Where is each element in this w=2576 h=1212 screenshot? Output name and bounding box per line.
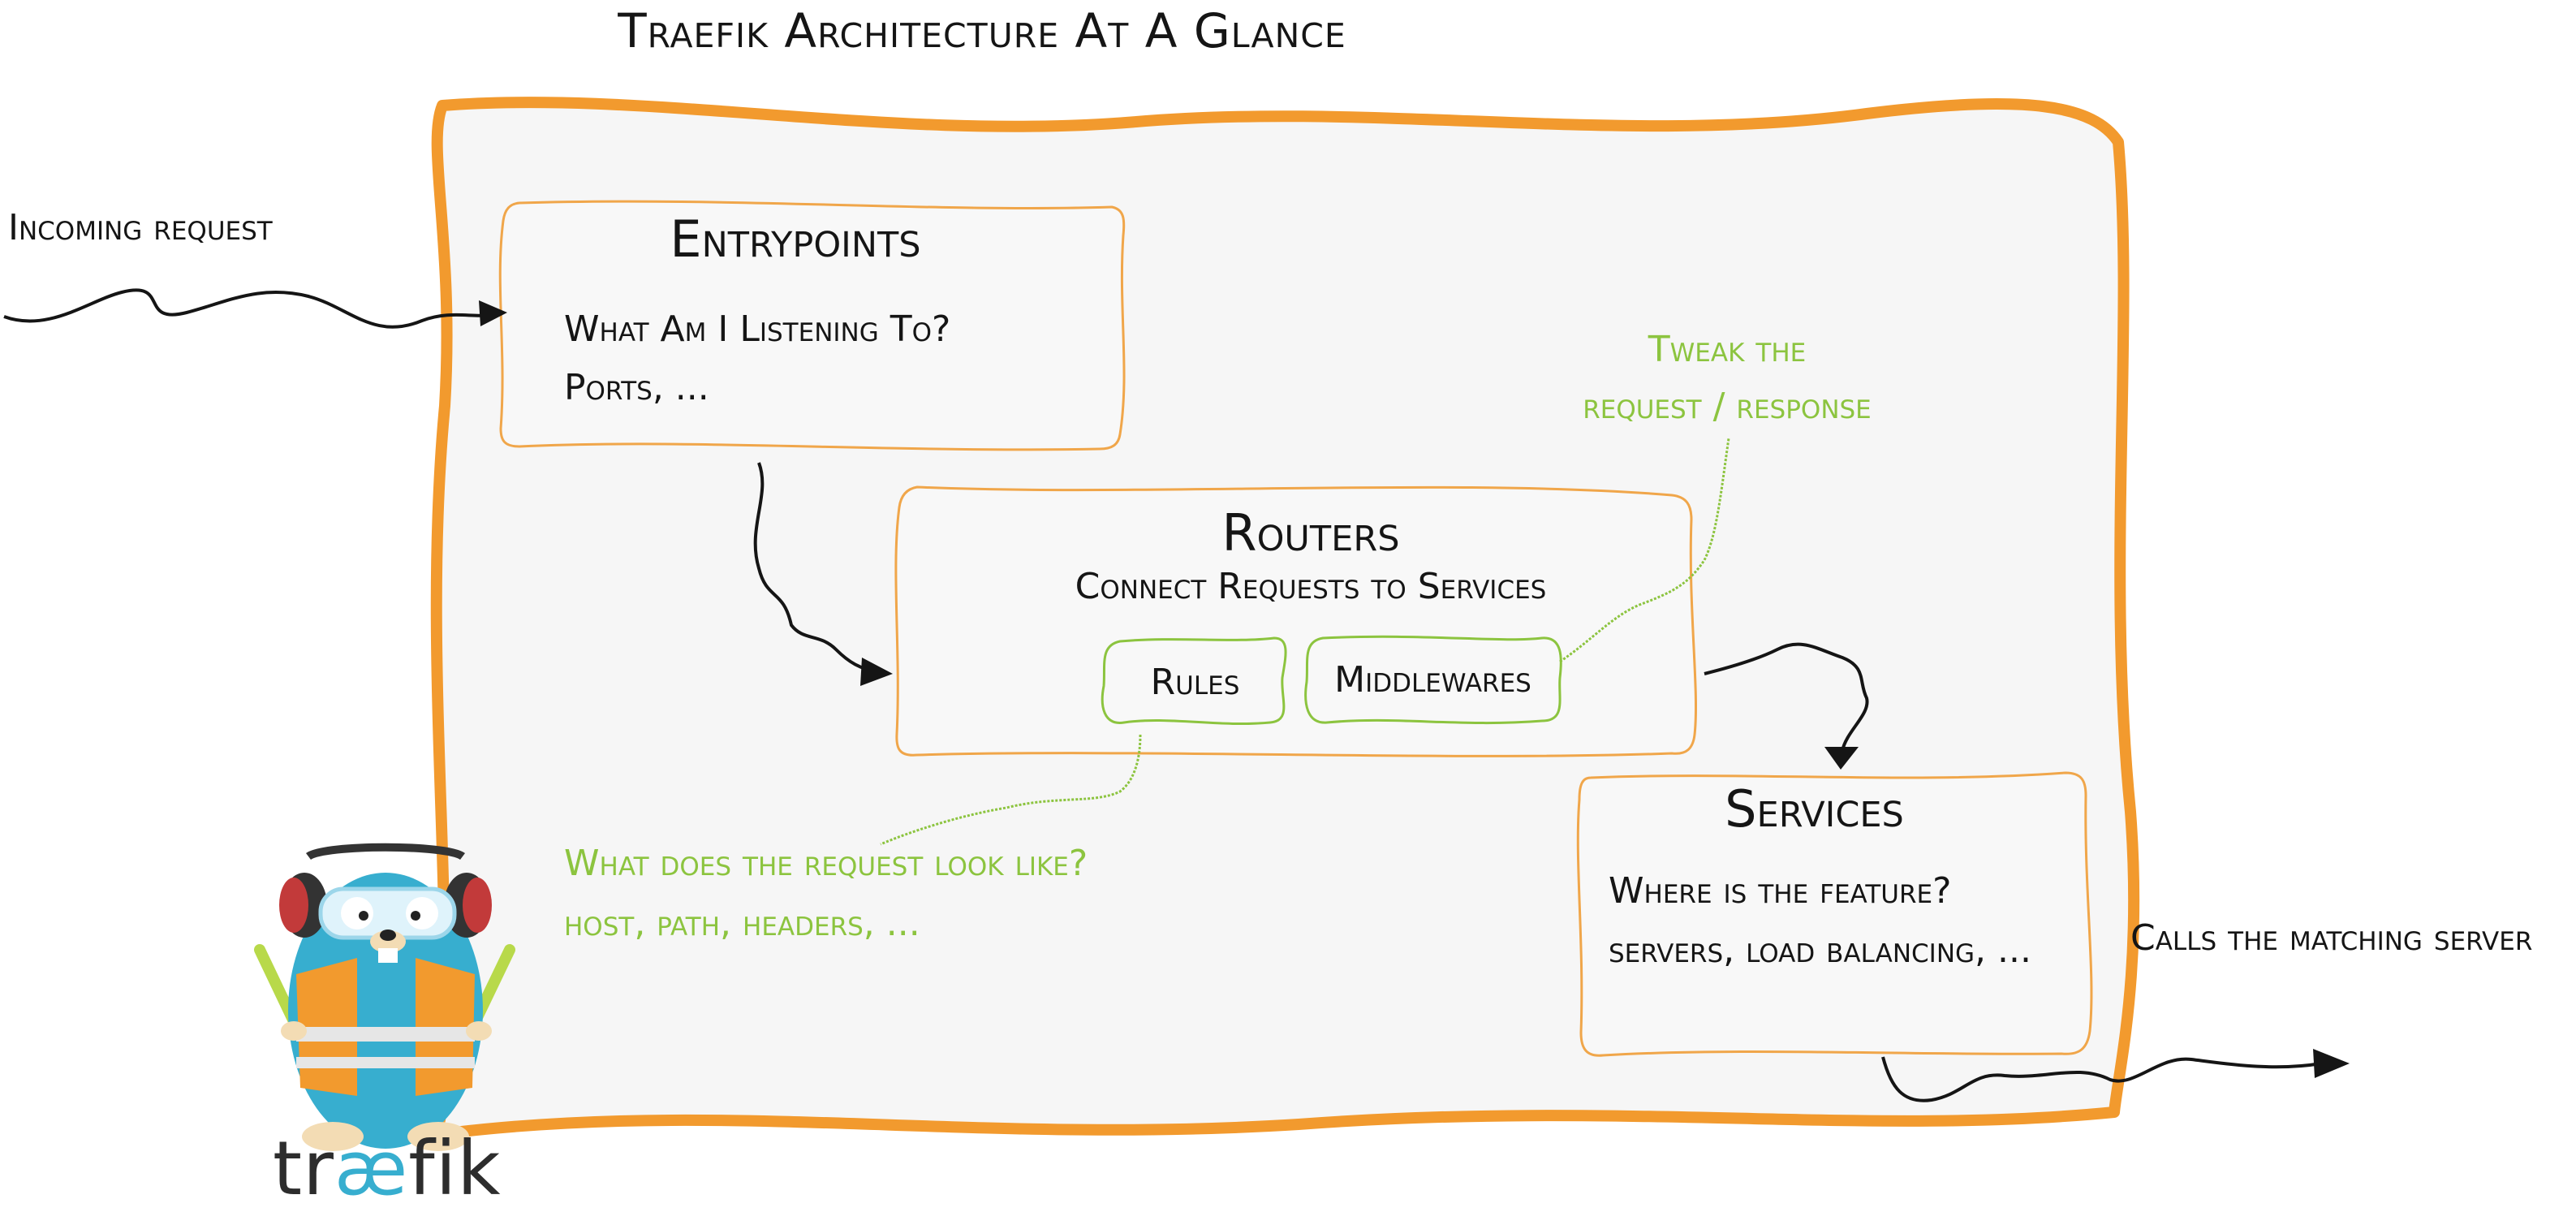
outgoing-arrowhead xyxy=(2313,1049,2350,1078)
outgoing-label: Calls the matching server xyxy=(2130,917,2533,959)
middlewares-pill xyxy=(1304,635,1562,725)
services-heading: Services xyxy=(1725,779,1904,839)
routers-heading: Routers xyxy=(1221,503,1400,563)
routers-subheading: Connect Requests to Services xyxy=(1075,566,1547,607)
logo-prefix: tr xyxy=(273,1125,334,1212)
rules-note-line-1: What does the request look like? xyxy=(564,843,1088,884)
entrypoints-to-routers-arrow xyxy=(753,462,881,674)
tweak-note-line-1: Tweak the xyxy=(1648,329,1807,370)
rules-note-line-2: host, path, headers, ... xyxy=(564,903,920,944)
entrypoints-line-2: Ports, ... xyxy=(564,367,709,408)
traefik-logo: træfik xyxy=(273,1125,501,1212)
entrypoints-heading: Entrypoints xyxy=(670,209,921,269)
rules-label: Rules xyxy=(1150,662,1240,703)
middlewares-label: Middlewares xyxy=(1334,659,1531,701)
incoming-arrowhead xyxy=(479,300,507,326)
gopher-mascot-icon xyxy=(254,843,515,1151)
services-line-2: servers, load balancing, ... xyxy=(1609,929,2031,971)
services-arrowhead xyxy=(1824,747,1859,770)
entrypoints-line-1: What Am I Listening To? xyxy=(564,308,951,350)
outgoing-arrow xyxy=(1881,1056,2322,1102)
routers-arrowhead xyxy=(860,658,893,686)
rules-pill xyxy=(1101,636,1287,726)
incoming-arrow xyxy=(3,288,500,329)
logo-suffix: fik xyxy=(408,1125,502,1212)
services-box xyxy=(1576,771,2093,1057)
entrypoints-box xyxy=(498,200,1126,451)
services-line-1: Where is the feature? xyxy=(1609,870,1952,912)
diagram-title: Traefik Architecture At A Glance xyxy=(618,3,1346,58)
logo-ligature: æ xyxy=(334,1125,409,1212)
middlewares-note-connector xyxy=(1559,438,1730,663)
incoming-request-label: Incoming request xyxy=(8,207,273,248)
rules-note-connector xyxy=(880,734,1142,846)
tweak-note-line-2: request / response xyxy=(1583,386,1872,427)
routers-to-services-arrow xyxy=(1704,642,1869,752)
